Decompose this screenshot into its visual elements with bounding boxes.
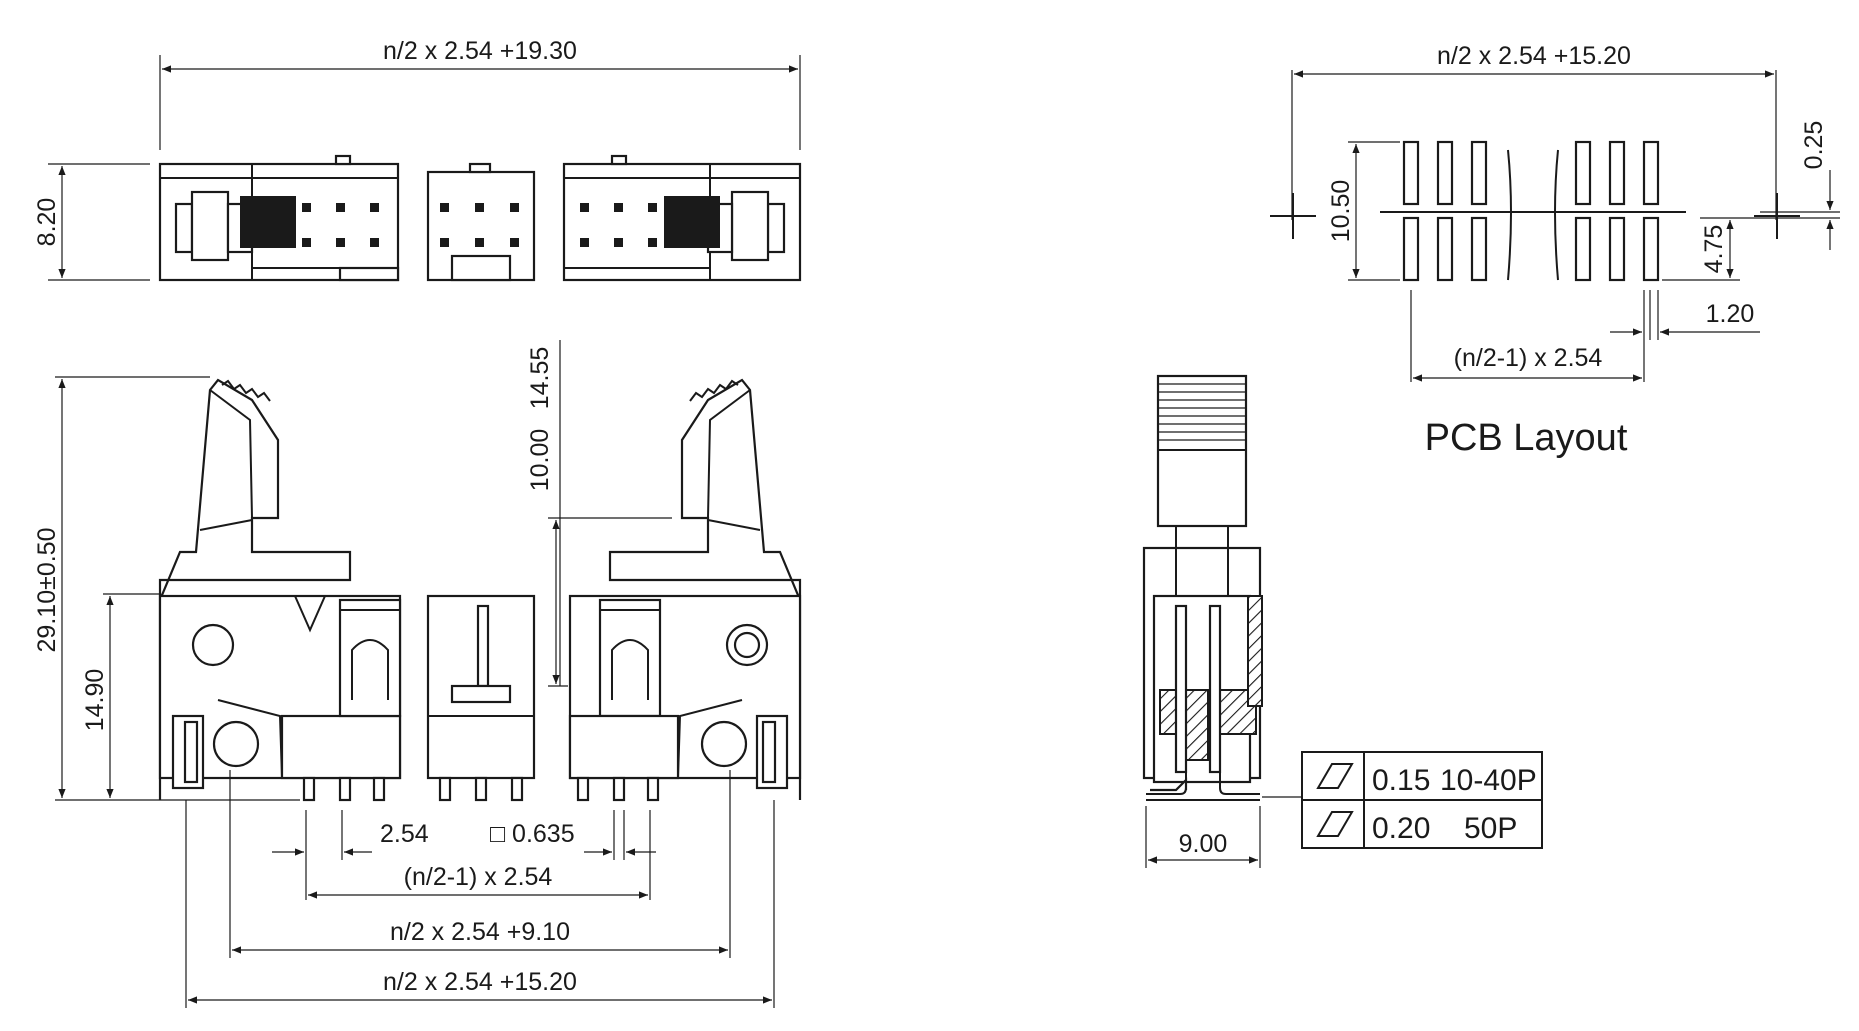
pin-grid-right — [580, 203, 657, 247]
tolerance-value-1: 0.15 — [1372, 764, 1430, 797]
latch-height-label: 14.55 — [526, 347, 554, 410]
pcb-pad-span-label: (n/2-1) x 2.54 — [1454, 344, 1603, 372]
pcb-layout-title: PCB Layout — [1425, 417, 1628, 459]
hole-span-label: n/2 x 2.54 +9.10 — [390, 918, 570, 946]
flatness-symbol-icon — [1316, 811, 1354, 837]
pcb-pad-length-label: 4.75 — [1700, 225, 1728, 274]
pin-grid-left — [302, 203, 379, 247]
pin-size-label: □ 0.635 — [490, 820, 575, 848]
pin-span-label: (n/2-1) x 2.54 — [404, 863, 553, 891]
flatness-symbol-icon — [1316, 763, 1354, 789]
end-ribs — [1158, 383, 1246, 441]
pcb-layout: n/2 x 2.54 +15.20 — [1270, 42, 1840, 459]
pcb-offset-label: 0.25 — [1800, 121, 1828, 170]
mounting-hole-left-icon — [1270, 193, 1316, 239]
outer-span-label: n/2 x 2.54 +15.20 — [383, 968, 577, 996]
tolerance-value-2: 0.20 — [1372, 812, 1430, 845]
side-view: 29.10±0.50 14.90 — [33, 340, 802, 1008]
tolerance-pins-2: 50P — [1464, 812, 1517, 845]
pcb-row-height-label: 10.50 — [1327, 180, 1355, 243]
end-view: 9.00 — [1142, 374, 1302, 868]
latch-offset-label: 10.00 — [526, 429, 554, 492]
pad-row-bottom — [1402, 216, 1660, 282]
total-height-label: 29.10±0.50 — [33, 528, 61, 653]
side-pins-left — [302, 776, 386, 802]
flatness-tolerance-table: 0.15 10-40P 0.20 50P — [1301, 751, 1543, 849]
end-width-label: 9.00 — [1179, 830, 1228, 858]
mounting-hole-right-icon — [1754, 193, 1800, 239]
tolerance-pins-1: 10-40P — [1440, 764, 1537, 797]
pcb-pad-width-label: 1.20 — [1706, 300, 1755, 328]
pin-pitch-label: 2.54 — [380, 820, 429, 848]
front-width-label: n/2 x 2.54 +19.30 — [383, 37, 577, 65]
side-pins-right — [576, 776, 660, 802]
pad-row-top — [1402, 140, 1660, 206]
front-view: n/2 x 2.54 +19.30 8.20 — [33, 37, 802, 282]
side-pins-middle — [438, 776, 524, 802]
pcb-width-label: n/2 x 2.54 +15.20 — [1437, 42, 1631, 70]
body-height-label: 14.90 — [81, 669, 109, 732]
latch-ribs-right — [664, 196, 720, 248]
front-height-label: 8.20 — [33, 198, 61, 247]
pin-grid-middle — [440, 203, 519, 247]
latch-ribs-left — [240, 196, 296, 248]
